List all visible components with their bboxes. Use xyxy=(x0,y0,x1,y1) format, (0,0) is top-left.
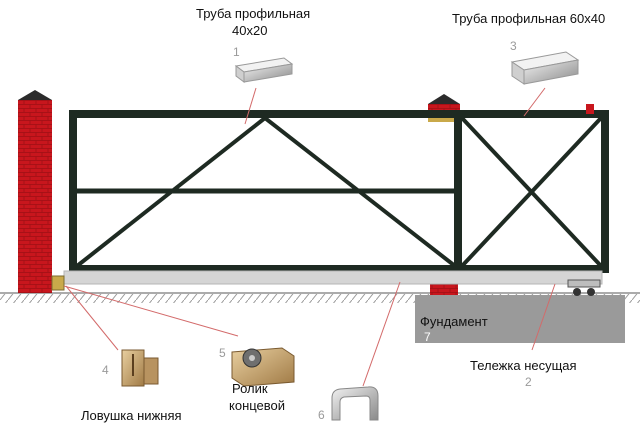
callout-number-5: 5 xyxy=(219,346,226,360)
profile-pipe-40x20-icon xyxy=(234,57,294,83)
carrier-trolley-label: Тележка несущая xyxy=(470,358,577,373)
end-roller-label-line1: Ролик xyxy=(232,381,268,396)
catcher-on-pillar-icon xyxy=(51,275,65,291)
frame-top-end-marker xyxy=(586,104,594,114)
callout-line-3 xyxy=(523,87,546,117)
guide-rail-profile-icon xyxy=(331,386,379,421)
foundation-block xyxy=(415,295,625,343)
end-roller-label-line2: концевой xyxy=(229,398,285,413)
callout-number-2: 2 xyxy=(525,375,532,389)
callout-number-6: 6 xyxy=(318,408,325,422)
callout-line-5 xyxy=(63,285,239,337)
pipe-60x40-label: Труба профильная 60х40 xyxy=(452,11,605,26)
left-brick-pillar-icon xyxy=(18,90,52,293)
callout-number-3: 3 xyxy=(510,39,517,53)
guide-rail xyxy=(63,270,603,285)
pipe-40x20-label-line2: 40х20 xyxy=(232,23,267,38)
callout-number-7: 7 xyxy=(424,330,431,344)
end-roller-icon xyxy=(231,347,295,387)
callout-number-4: 4 xyxy=(102,363,109,377)
callout-line-6 xyxy=(362,281,401,387)
bottom-catcher-label: Ловушка нижняя xyxy=(81,408,182,423)
callout-line-4 xyxy=(65,285,119,351)
bottom-catcher-icon xyxy=(121,349,159,387)
profile-pipe-60x40-icon xyxy=(510,51,580,85)
callout-line-1 xyxy=(244,87,257,125)
foundation-label: Фундамент xyxy=(420,314,488,329)
ground xyxy=(0,292,640,303)
carrier-trolley-icon xyxy=(567,279,601,296)
callout-line-2 xyxy=(531,283,556,351)
pipe-40x20-label-line1: Труба профильная xyxy=(196,6,310,21)
gate-frame xyxy=(69,110,609,273)
callout-number-1: 1 xyxy=(233,45,240,59)
